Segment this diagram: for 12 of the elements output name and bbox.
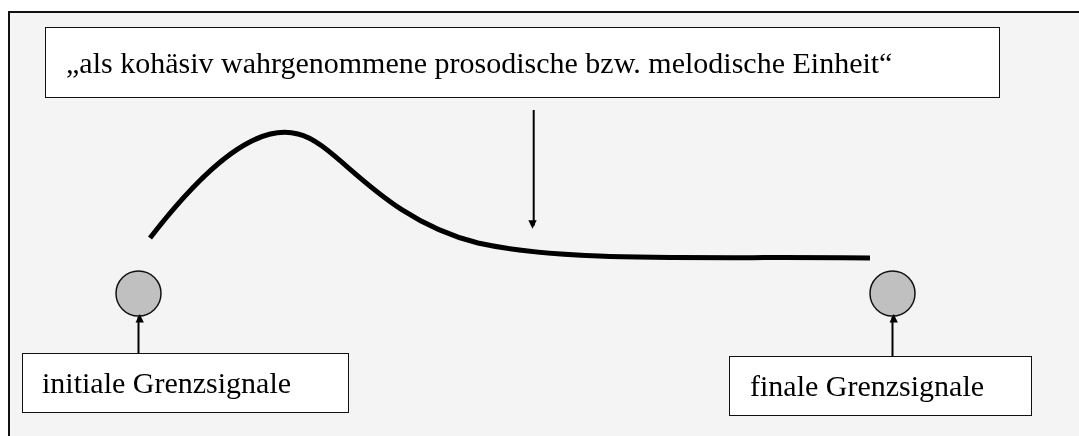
text-box: [22, 353, 349, 413]
box-label: „als kohäsiv wahrgenommene prosodische bzw. melodische Einheit“: [66, 45, 893, 80]
text-box: [45, 27, 1000, 98]
boundary-circle: [115, 270, 162, 317]
arrow: [135, 314, 144, 354]
intonation-curve: [148, 129, 871, 261]
boundary-circle: [869, 270, 916, 317]
box-label: initiale Grenzsignale: [42, 366, 292, 400]
text-box: [729, 356, 1032, 416]
box-label: finale Grenzsignale: [750, 369, 985, 403]
arrow: [889, 314, 898, 357]
arrow: [528, 109, 537, 229]
